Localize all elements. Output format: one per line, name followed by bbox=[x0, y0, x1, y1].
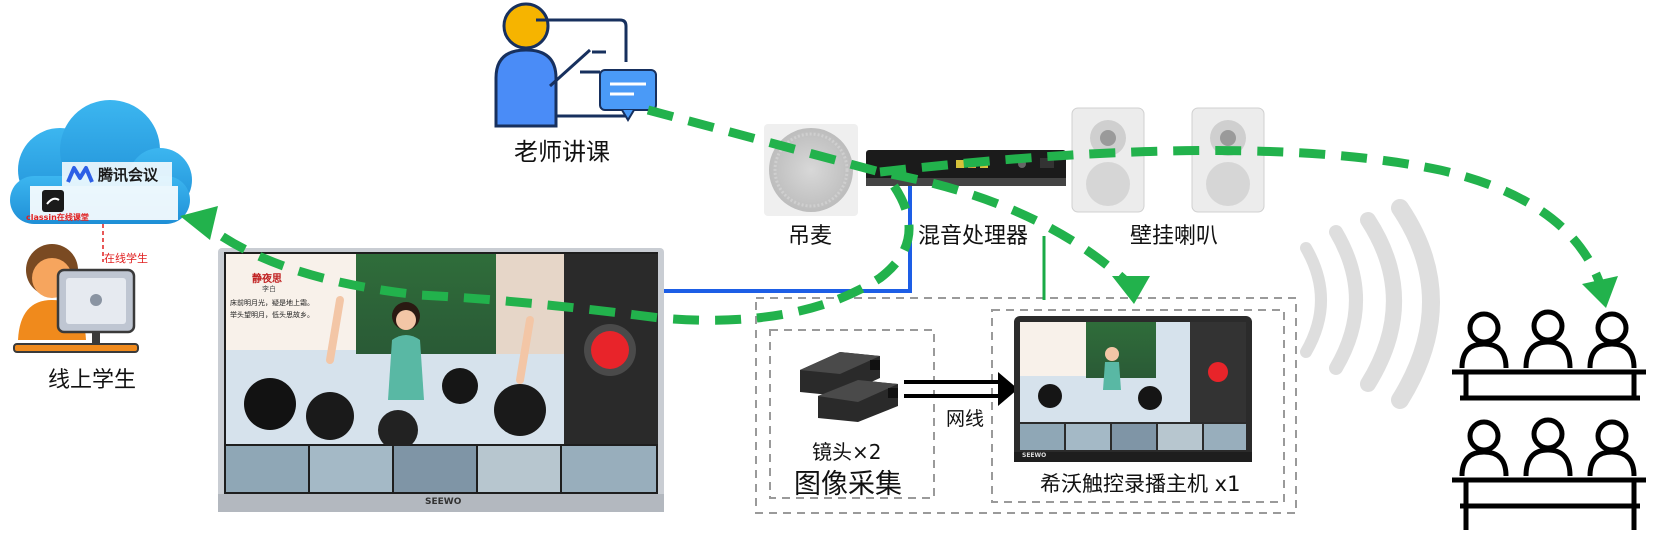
tencent-meeting-label: 腾讯会议 bbox=[98, 166, 159, 184]
wall-speaker-label: 壁挂喇叭 bbox=[1130, 224, 1219, 249]
screen-poem-author: 李白 bbox=[262, 285, 276, 293]
image-capture-box bbox=[769, 329, 935, 499]
recorder-host-label: 希沃触控录播主机 x1 bbox=[1040, 472, 1241, 496]
signal-flow-arrows bbox=[207, 105, 1605, 325]
camera-lens-icon bbox=[800, 352, 898, 422]
system-boundary-box bbox=[755, 297, 1297, 514]
recorder-brand: SEEWO bbox=[1022, 452, 1047, 459]
wall-speaker-right-icon bbox=[1191, 107, 1265, 213]
screen-poem-line1: 床前明月光，疑是地上霜。 bbox=[230, 299, 314, 307]
classin-label: classin在线课堂 bbox=[26, 213, 89, 222]
online-student-label: 线上学生 bbox=[48, 368, 137, 393]
recorder-host-display bbox=[1014, 316, 1252, 462]
screen-poem-line2: 举头望明月，低头思故乡。 bbox=[230, 311, 314, 319]
teacher-label: 老师讲课 bbox=[514, 138, 610, 166]
classin-logo-icon bbox=[42, 190, 64, 212]
blue-cable bbox=[663, 178, 912, 293]
image-capture-label: 图像采集 bbox=[794, 469, 902, 500]
hanging-mic-icon bbox=[764, 124, 858, 216]
recorder-box bbox=[991, 309, 1285, 503]
mixer-label: 混音处理器 bbox=[918, 224, 1029, 249]
lens-label: 镜头×2 bbox=[812, 440, 882, 464]
screen-poem-title: 静夜思 bbox=[252, 274, 282, 285]
teacher-icon bbox=[494, 2, 657, 128]
tencent-logo-icon bbox=[66, 166, 94, 183]
classroom-students-icon bbox=[1452, 309, 1646, 530]
network-arrow bbox=[904, 372, 1018, 406]
online-student-icon bbox=[13, 244, 139, 353]
arrow-heads bbox=[180, 206, 1618, 308]
sound-wave-icon bbox=[1300, 199, 1440, 409]
network-cable-label: 网线 bbox=[946, 408, 985, 430]
interactive-display bbox=[218, 248, 664, 512]
screen-brand: SEEWO bbox=[425, 497, 462, 507]
wall-speaker-left-icon bbox=[1071, 107, 1145, 213]
online-student-tag: 在线学生 bbox=[104, 252, 148, 265]
hanging-mic-label: 吊麦 bbox=[788, 224, 833, 249]
